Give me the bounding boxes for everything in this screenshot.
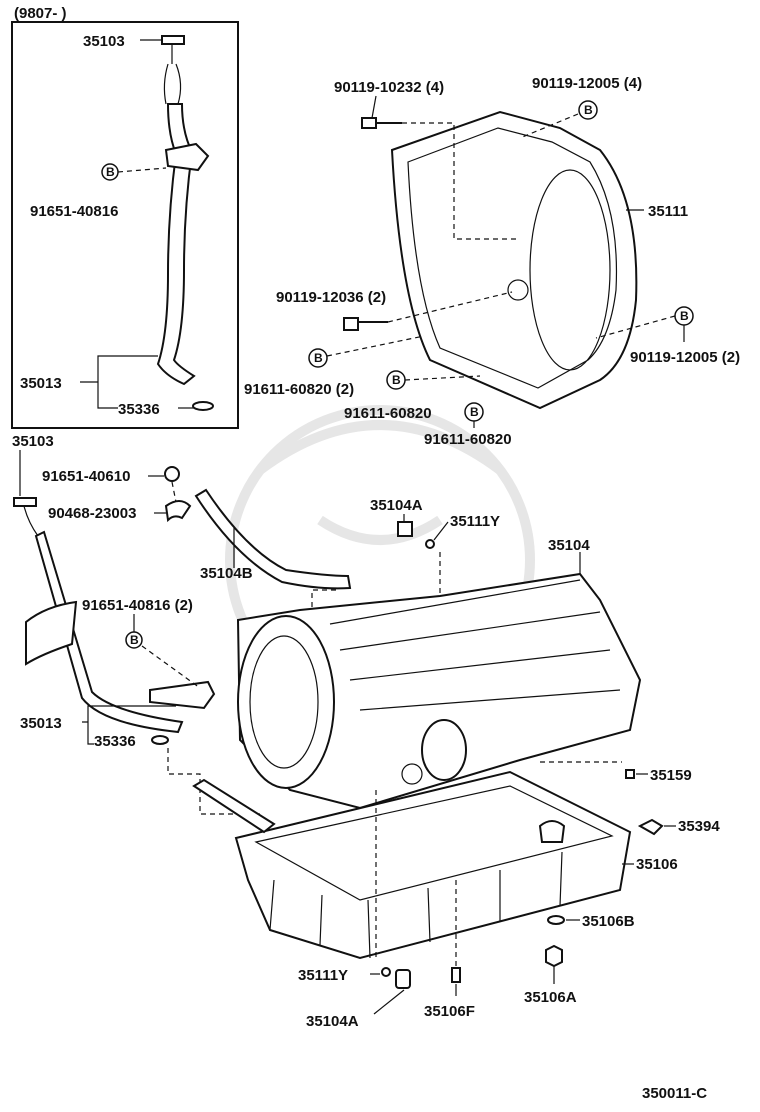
plug-icon: [397, 521, 413, 537]
dashed-leader: [519, 113, 579, 139]
dashed-leader: [404, 375, 481, 381]
bolt-icon: [361, 117, 402, 129]
magnet-icon: [637, 818, 664, 836]
part-label-35013-inset: 35013: [20, 375, 62, 392]
oil-pan-35106: [234, 770, 632, 960]
part-label-35106f: 35106F: [424, 1003, 475, 1020]
part-label-91651-40816-inset: 91651-40816: [30, 203, 118, 220]
inset-dipstick-assembly: [156, 35, 214, 411]
part-label-35106b: 35106B: [582, 913, 635, 930]
dashed-leader: [167, 748, 260, 815]
part-label-35159: 35159: [650, 767, 692, 784]
leader-bracket: [82, 705, 176, 745]
part-label-91651-40610: 91651-40610: [42, 468, 130, 485]
clamp-icon: [164, 500, 192, 523]
part-label-35104a-bottom: 35104A: [306, 1013, 359, 1030]
part-label-35111: 35111: [648, 203, 688, 220]
plug-icon: [625, 769, 635, 779]
dashed-leader: [595, 315, 676, 339]
part-label-35103: 35103: [12, 433, 54, 450]
part-label-35394: 35394: [678, 818, 720, 835]
gasket-icon: [425, 539, 435, 549]
b-marker: B: [386, 370, 406, 390]
part-label-35103-inset: 35103: [83, 33, 125, 50]
svg-text:B: B: [392, 373, 401, 387]
part-label-35104a-top: 35104A: [370, 497, 423, 514]
part-label-35104: 35104: [548, 537, 590, 554]
part-label-90119-10232: 90119-10232 (4): [334, 79, 444, 96]
svg-text:B: B: [106, 165, 115, 179]
inset-frame: [11, 21, 239, 429]
part-label-90119-12036: 90119-12036 (2): [276, 289, 386, 306]
part-label-35106: 35106: [636, 856, 678, 873]
part-label-35013: 35013: [20, 715, 62, 732]
svg-text:B: B: [680, 309, 689, 323]
part-label-91651-40816-2: 91651-40816 (2): [82, 597, 193, 614]
b-marker: B: [125, 631, 143, 649]
svg-text:B: B: [130, 633, 139, 647]
gasket-icon: [547, 915, 565, 925]
leader-bracket: [80, 355, 158, 409]
oil-hose-35104b: [194, 488, 352, 590]
dashed-leader: [117, 167, 167, 173]
transmission-housing-35111: [390, 110, 638, 410]
nut-icon: [164, 466, 180, 482]
part-label-90468-23003: 90468-23003: [48, 505, 136, 522]
diagram-code: 350011-C: [642, 1085, 707, 1102]
part-label-91611-60820-2: 91611-60820 (2): [244, 381, 354, 398]
leader-line: [433, 521, 449, 541]
part-label-35336-inset: 35336: [118, 401, 160, 418]
pipe-icon: [192, 778, 276, 834]
b-marker: B: [101, 163, 119, 181]
dashed-leader: [141, 645, 201, 689]
dashed-leader: [171, 481, 177, 503]
part-label-35336: 35336: [94, 733, 136, 750]
b-marker: B: [308, 348, 328, 368]
b-marker: B: [464, 402, 484, 422]
plug-icon: [395, 969, 411, 989]
svg-text:B: B: [470, 405, 479, 419]
b-marker: B: [578, 100, 598, 120]
dashed-leader: [387, 291, 513, 323]
b-marker: B: [674, 306, 694, 326]
leader-line: [371, 95, 377, 119]
dashed-leader: [402, 122, 518, 240]
drain-plug-icon: [545, 944, 563, 968]
part-label-90119-12005-2: 90119-12005 (2): [630, 349, 740, 366]
part-label-91611-60820-b: 91611-60820: [424, 431, 512, 448]
transmission-case-35104: [236, 572, 642, 810]
svg-text:B: B: [314, 351, 323, 365]
part-label-90119-12005-4: 90119-12005 (4): [532, 75, 642, 92]
part-label-35104b: 35104B: [200, 565, 253, 582]
part-label-35111y-top: 35111Y: [450, 513, 500, 530]
bolt-icon: [343, 317, 388, 331]
dashed-leader: [326, 335, 425, 357]
bolt-icon: [451, 967, 461, 983]
inset-date-label: (9807- ): [14, 5, 67, 22]
part-label-35106a: 35106A: [524, 989, 577, 1006]
leader-line: [373, 989, 405, 1015]
svg-text:B: B: [584, 103, 593, 117]
part-label-35111y-bottom: 35111Y: [298, 967, 348, 984]
dipstick-assembly: [13, 497, 216, 745]
gasket-icon: [381, 967, 391, 977]
part-label-91611-60820-a: 91611-60820: [344, 405, 432, 422]
